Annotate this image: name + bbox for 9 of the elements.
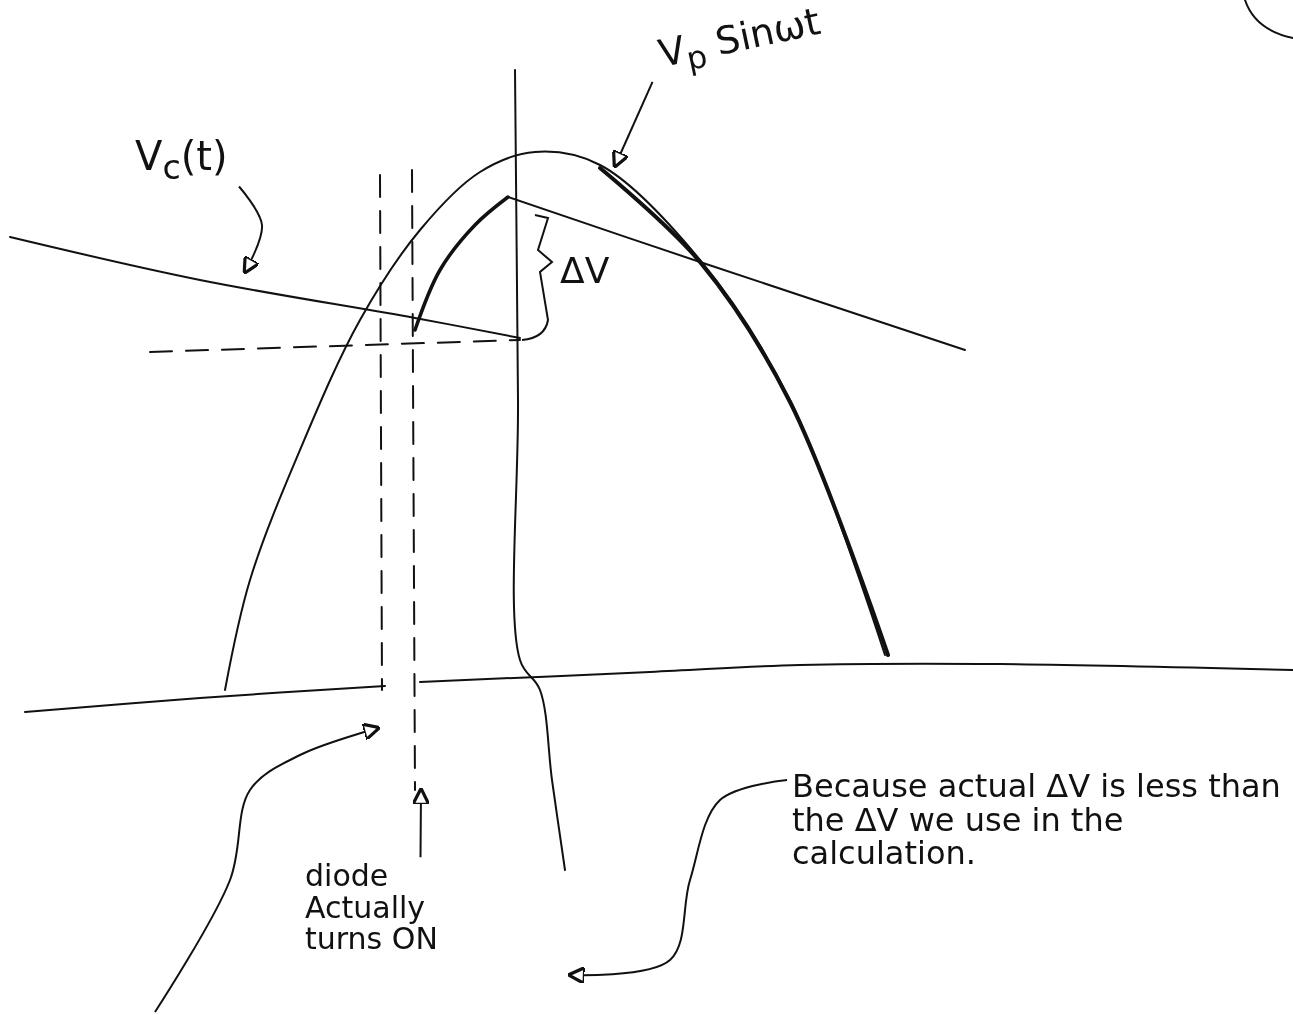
handwritten-note: V$_{p}$ Sinωt [655, 0, 825, 80]
delta-v-label: ΔV [560, 252, 610, 290]
leader-arrow [611, 80, 654, 170]
handwritten-note: diode Actually turns ON [305, 860, 439, 955]
handwritten-note: V$_{c}$(t) [135, 135, 229, 185]
leader-arrow [411, 786, 431, 859]
handwritten-note: Because actual ΔV is less than the ΔV we use in the calculation. [792, 770, 1282, 871]
leader-arrow [238, 185, 263, 275]
leader-arrow [566, 779, 789, 985]
